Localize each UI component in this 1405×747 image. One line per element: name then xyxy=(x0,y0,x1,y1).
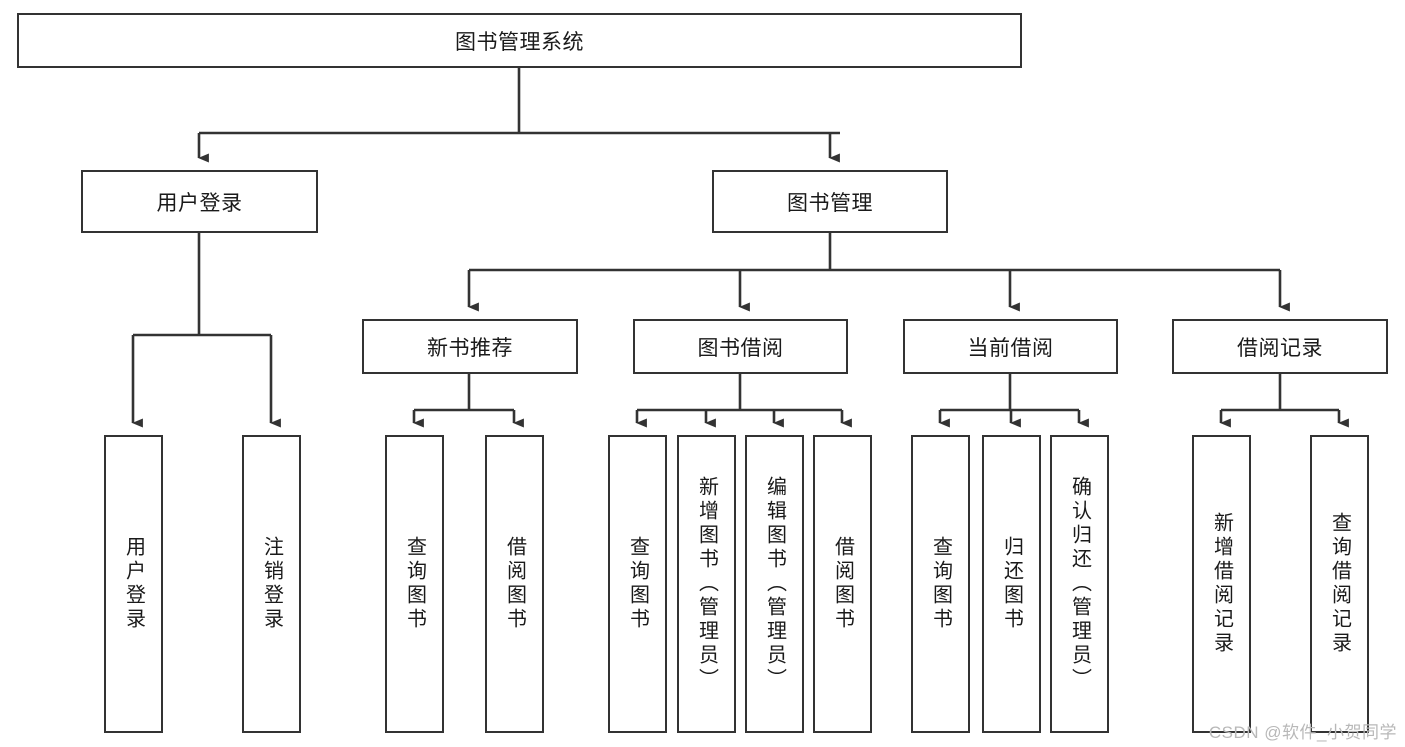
node-leaf-borrow-book-1-label: 借阅图书 xyxy=(503,536,526,632)
node-leaf-add-record[interactable]: 新增借阅记录 xyxy=(1192,435,1251,733)
node-leaf-query-book-2[interactable]: 查询图书 xyxy=(608,435,667,733)
node-new-book-recommend[interactable]: 新书推荐 xyxy=(362,319,578,374)
node-user-login-label: 用户登录 xyxy=(156,191,243,215)
node-leaf-user-login[interactable]: 用户登录 xyxy=(104,435,163,733)
node-leaf-edit-book[interactable]: 编辑图书（管理员） xyxy=(745,435,804,733)
node-leaf-logout[interactable]: 注销登录 xyxy=(242,435,301,733)
node-current-borrow[interactable]: 当前借阅 xyxy=(903,319,1118,374)
node-leaf-query-book-1[interactable]: 查询图书 xyxy=(385,435,444,733)
node-leaf-logout-label: 注销登录 xyxy=(260,536,283,632)
node-leaf-return-book[interactable]: 归还图书 xyxy=(982,435,1041,733)
node-leaf-confirm-return-label: 确认归还（管理员） xyxy=(1068,476,1091,692)
node-current-borrow-label: 当前借阅 xyxy=(967,336,1054,360)
node-leaf-return-book-label: 归还图书 xyxy=(1000,536,1023,632)
node-borrow-record[interactable]: 借阅记录 xyxy=(1172,319,1388,374)
node-leaf-query-record[interactable]: 查询借阅记录 xyxy=(1310,435,1369,733)
node-leaf-query-book-2-label: 查询图书 xyxy=(626,536,649,632)
node-root[interactable]: 图书管理系统 xyxy=(17,13,1022,68)
node-root-label: 图书管理系统 xyxy=(455,30,584,54)
node-leaf-query-book-1-label: 查询图书 xyxy=(403,536,426,632)
csdn-watermark: CSDN @软件_小贺同学 xyxy=(1208,723,1397,742)
node-borrow-record-label: 借阅记录 xyxy=(1237,336,1323,360)
node-new-book-recommend-label: 新书推荐 xyxy=(427,336,513,360)
node-book-management[interactable]: 图书管理 xyxy=(712,170,948,233)
node-book-borrow-label: 图书借阅 xyxy=(697,336,784,360)
node-user-login[interactable]: 用户登录 xyxy=(81,170,318,233)
node-leaf-confirm-return[interactable]: 确认归还（管理员） xyxy=(1050,435,1109,733)
node-leaf-query-record-label: 查询借阅记录 xyxy=(1328,512,1351,656)
node-book-management-label: 图书管理 xyxy=(787,191,873,215)
node-leaf-borrow-book-1[interactable]: 借阅图书 xyxy=(485,435,544,733)
node-leaf-add-book[interactable]: 新增图书（管理员） xyxy=(677,435,736,733)
node-leaf-edit-book-label: 编辑图书（管理员） xyxy=(763,476,786,692)
node-leaf-add-record-label: 新增借阅记录 xyxy=(1210,512,1233,656)
node-leaf-user-login-label: 用户登录 xyxy=(122,536,145,632)
node-leaf-query-book-3[interactable]: 查询图书 xyxy=(911,435,970,733)
node-leaf-borrow-book-2[interactable]: 借阅图书 xyxy=(813,435,872,733)
node-book-borrow[interactable]: 图书借阅 xyxy=(633,319,848,374)
node-leaf-borrow-book-2-label: 借阅图书 xyxy=(831,536,854,632)
node-leaf-add-book-label: 新增图书（管理员） xyxy=(695,476,718,692)
node-leaf-query-book-3-label: 查询图书 xyxy=(929,536,952,632)
